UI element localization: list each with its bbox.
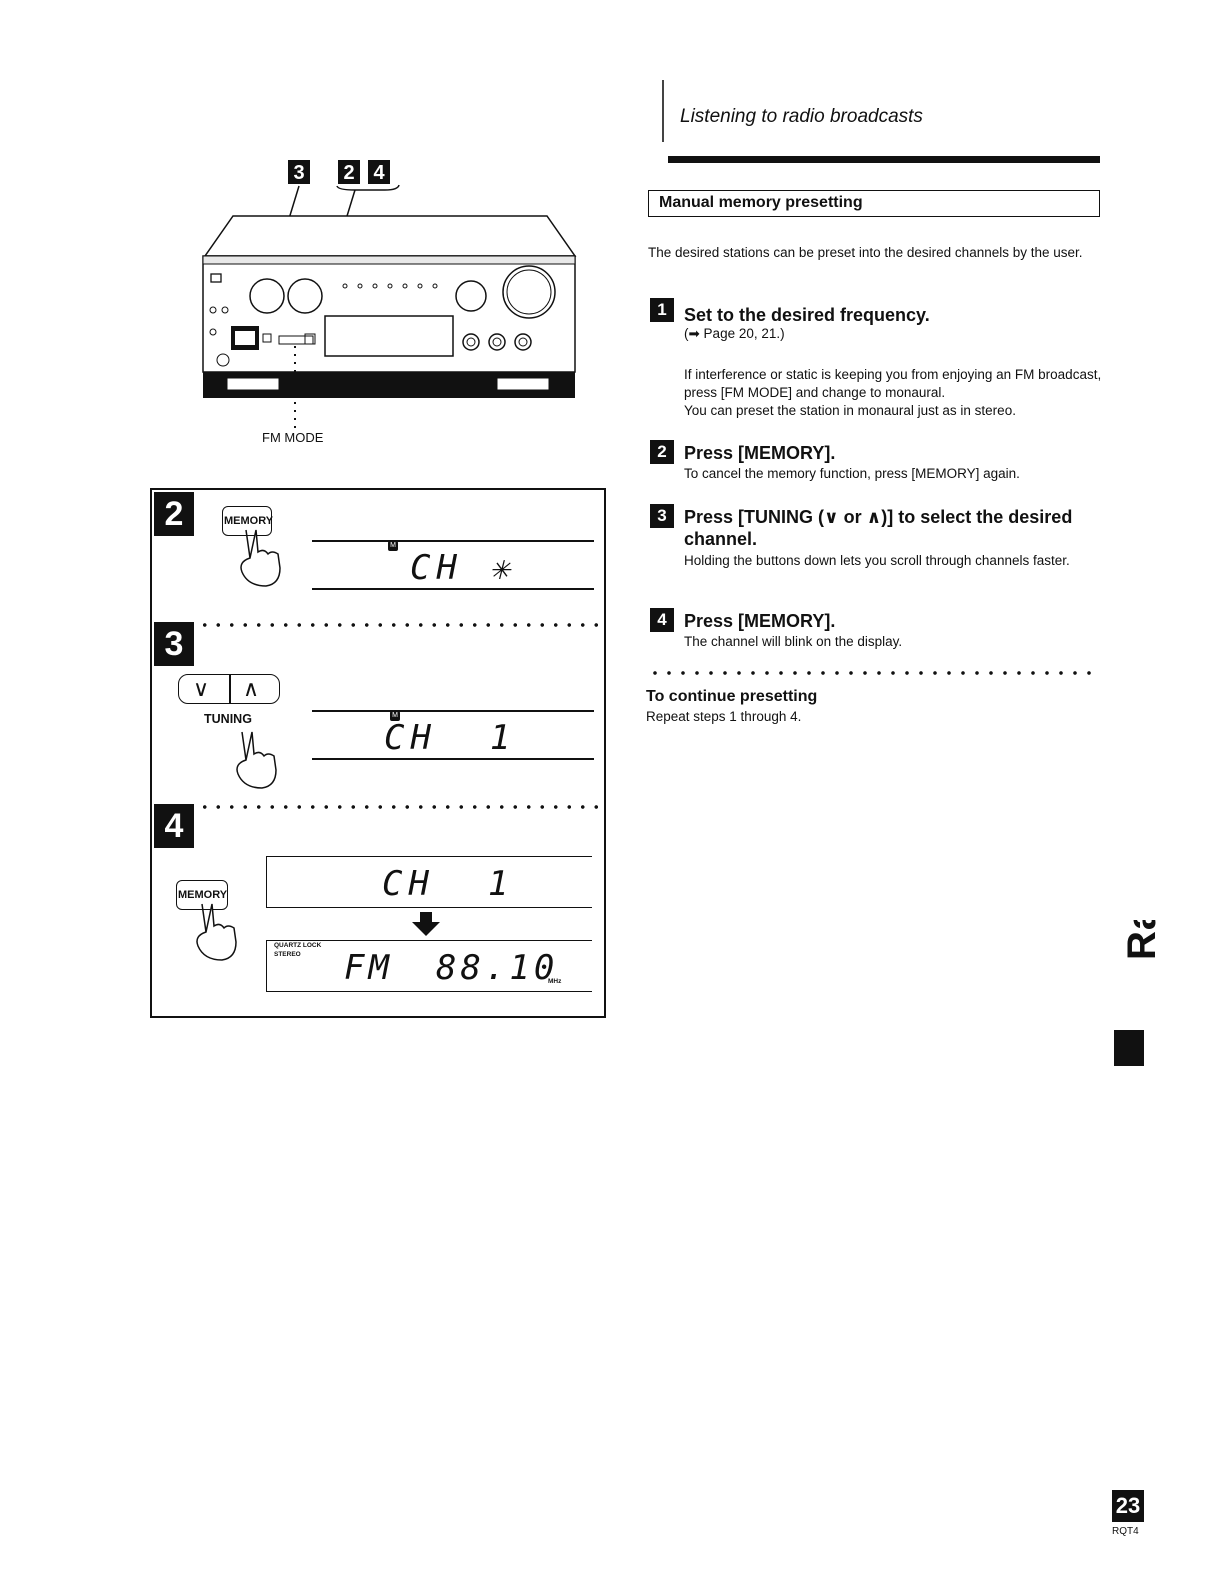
mhz-unit: MHz xyxy=(548,978,562,985)
intro-text: The desired stations can be preset into … xyxy=(648,245,1083,260)
display-frame-top xyxy=(266,856,592,908)
receiver-illustration xyxy=(202,184,577,428)
tuning-down-key: ∨ xyxy=(193,676,210,701)
arrow-down-icon xyxy=(412,912,440,936)
display-step-4-band: FM xyxy=(344,948,393,988)
display-frame-bottom xyxy=(266,940,592,992)
step-4-heading: Press [MEMORY]. xyxy=(684,611,836,631)
step-panel xyxy=(150,488,606,1018)
step-1-badge: 1 xyxy=(650,298,674,322)
display-step-4-channel: CH 1 xyxy=(382,864,515,904)
memory-key-step-4: MEMORY xyxy=(176,880,228,910)
callout-step-3: 3 xyxy=(288,160,310,184)
display-step-3: CH 1 xyxy=(384,718,517,758)
finger-press-icon xyxy=(236,731,277,789)
header-marker xyxy=(662,80,664,142)
memory-indicator: M xyxy=(390,711,400,721)
fm-mode-label: FM MODE xyxy=(262,430,324,445)
callout-step-4: 4 xyxy=(368,160,390,184)
page-number: 23 xyxy=(1112,1490,1144,1522)
step-3-body: Holding the buttons down lets you scroll… xyxy=(684,553,1070,568)
display-top-rule xyxy=(312,710,594,712)
step-1-ref: (➡ Page 20, 21.) xyxy=(684,326,785,341)
header-rule xyxy=(668,156,1100,163)
continue-title: To continue presetting xyxy=(646,688,818,705)
subsection-title: Manual memory presetting xyxy=(648,190,1100,217)
step-2-heading: Press [MEMORY]. xyxy=(684,443,836,463)
panel-step-4-badge: 4 xyxy=(154,804,194,848)
panel-step-3-badge: 3 xyxy=(154,622,194,666)
callout-step-2: 2 xyxy=(338,160,360,184)
tuning-keys: ∨ ∧ xyxy=(178,674,280,704)
side-tab-marker xyxy=(1114,1030,1144,1066)
panel-dotted-separator-1 xyxy=(198,622,606,628)
memory-key-label: MEMORY xyxy=(224,515,274,527)
step-3-heading: Press [TUNING (∨ or ∧)] to select the de… xyxy=(684,507,1073,527)
step-1-body-2: You can preset the station in monaural j… xyxy=(684,403,1016,418)
memory-indicator: M xyxy=(388,541,398,551)
display-bottom-rule xyxy=(312,588,594,590)
step-2-body: To cancel the memory function, press [ME… xyxy=(684,466,1020,481)
tuning-label: TUNING xyxy=(204,712,252,726)
side-vertical-title: Radio functions xyxy=(1120,920,1164,960)
display-step-2: CH ✳ xyxy=(410,548,516,588)
display-step-4-frequency: 88.10 xyxy=(436,948,559,988)
quartz-lock-label: QUARTZ LOCK xyxy=(274,942,322,949)
step-2-badge: 2 xyxy=(650,440,674,464)
step-3-heading-line-2: channel. xyxy=(684,529,758,549)
step-1-body: If interference or static is keeping you… xyxy=(684,367,1102,400)
step-4-badge: 4 xyxy=(650,608,674,632)
stereo-label: STEREO xyxy=(274,951,301,958)
continue-body: Repeat steps 1 through 4. xyxy=(646,709,802,724)
panel-step-2-badge: 2 xyxy=(154,492,194,536)
memory-key-label: MEMORY xyxy=(178,889,228,901)
step-1-heading: Set to the desired frequency. xyxy=(684,305,930,325)
finger-press-icon xyxy=(196,903,237,961)
display-bottom-rule xyxy=(312,758,594,760)
tuning-up-key: ∧ xyxy=(243,676,260,701)
section-title: Listening to radio broadcasts xyxy=(680,106,923,127)
dotted-separator xyxy=(648,670,1100,676)
panel-dotted-separator-2 xyxy=(198,804,606,810)
finger-press-icon xyxy=(240,529,281,587)
step-4-body: The channel will blink on the display. xyxy=(684,634,903,649)
document-code: RQT4 xyxy=(1112,1526,1139,1537)
display-top-rule xyxy=(312,540,594,542)
step-3-badge: 3 xyxy=(650,504,674,528)
